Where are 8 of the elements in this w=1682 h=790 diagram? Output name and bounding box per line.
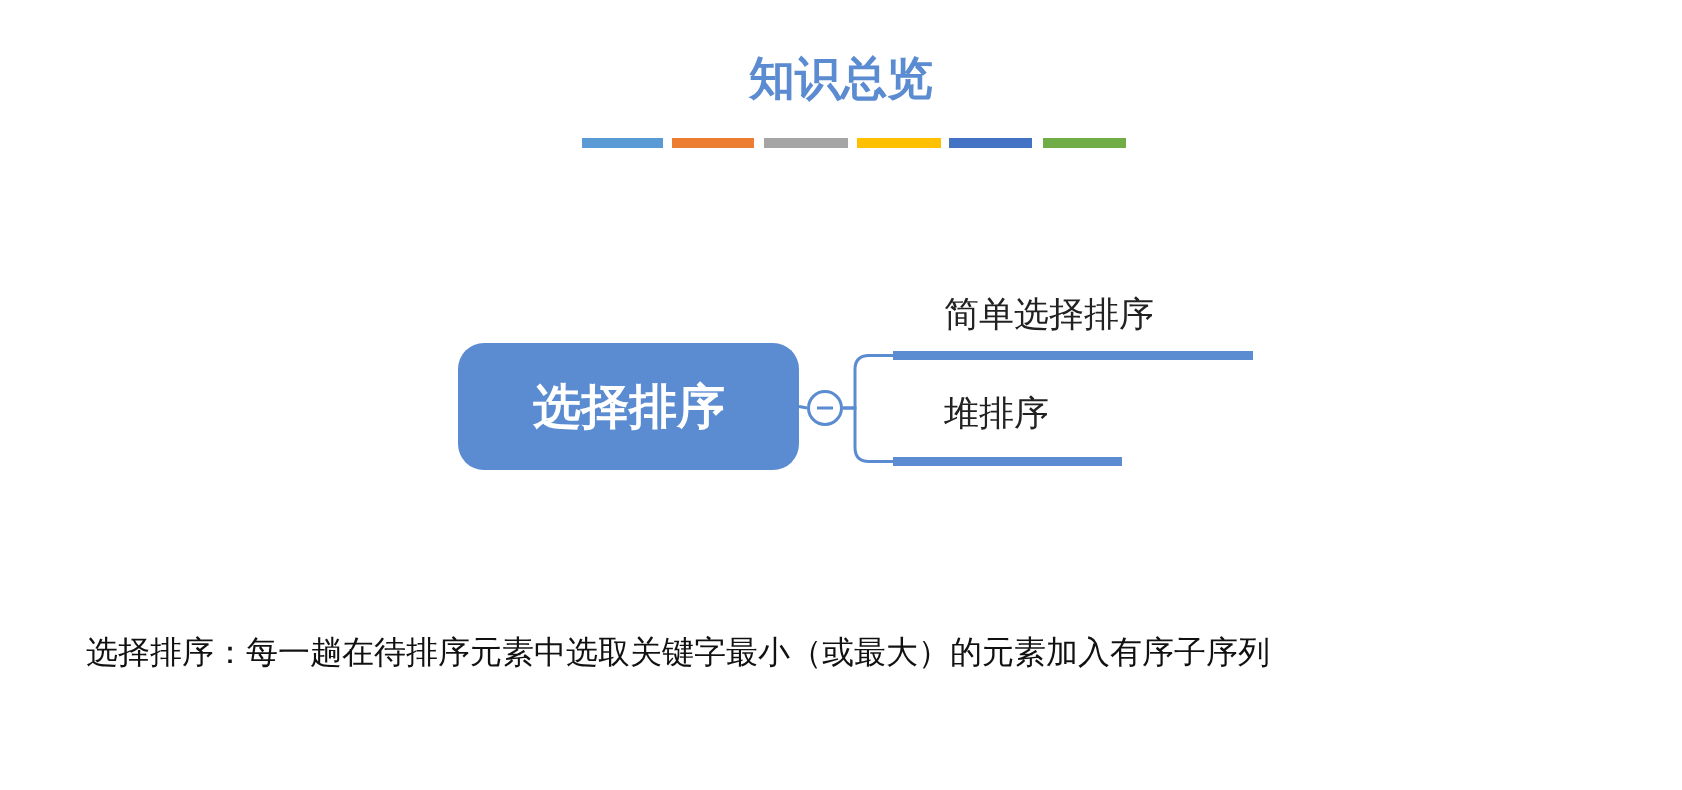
title: 知识总览 [747, 50, 934, 106]
branch-topic: 简单选择排序 [893, 288, 1253, 360]
note-text: 选择排序：每一趟在待排序元素中选取关键字最小（或最大）的元素加入有序子序列 [86, 632, 1270, 673]
connector [843, 406, 893, 463]
connector [798, 405, 808, 410]
branch-topic: 堆排序 [893, 387, 1122, 466]
collapse-toggle-icon [807, 390, 843, 426]
topic-box: 选择排序 [458, 343, 799, 470]
